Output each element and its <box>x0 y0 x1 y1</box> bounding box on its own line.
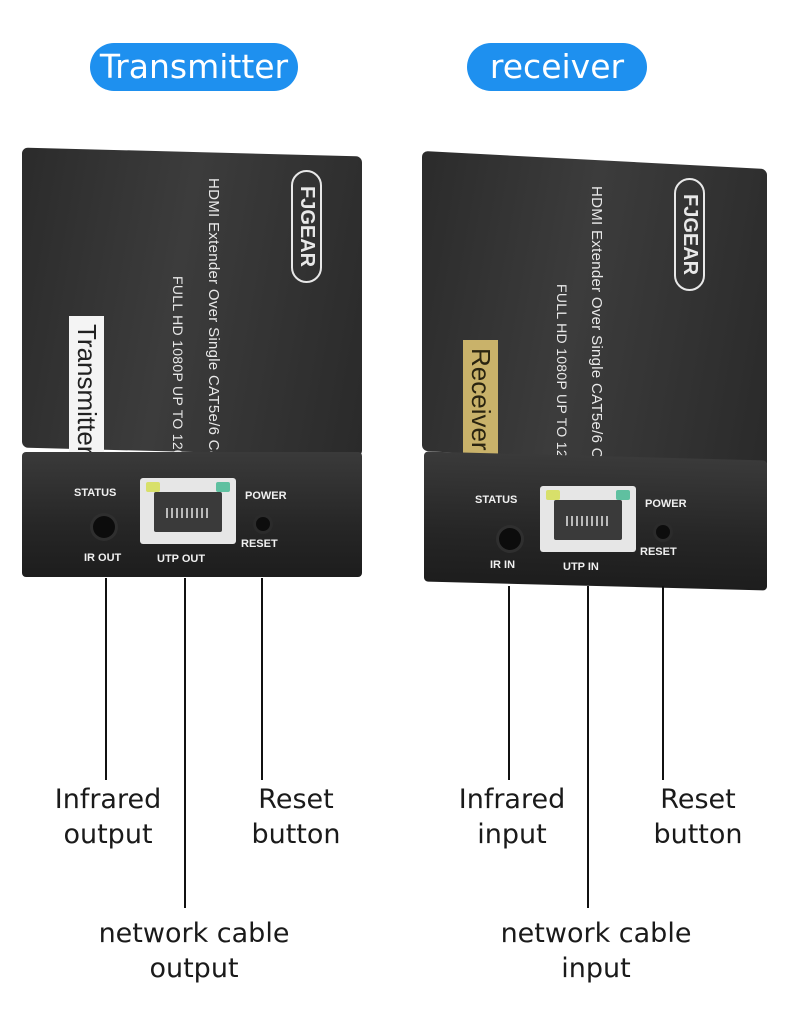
callout-line: Reset <box>258 784 334 815</box>
transmitter-product-line1: HDMI Extender Over Single CAT5e/6 Cable <box>205 178 222 481</box>
transmitter-utp-port <box>140 478 236 544</box>
receiver-tag: Receiver <box>463 340 498 459</box>
receiver-power-led <box>616 490 630 500</box>
rx-reset-leader-line <box>662 586 664 780</box>
callout-line: network cable <box>500 918 692 949</box>
callout-line: output <box>149 953 239 984</box>
transmitter-product-line2: FULL HD 1080P UP TO 120m <box>170 276 186 470</box>
rx-utp-leader-line <box>587 586 589 908</box>
tx-utp-leader-line <box>184 578 186 908</box>
tx-reset-button-callout: Reset button <box>238 782 354 852</box>
callout-line: input <box>477 819 547 850</box>
transmitter-brand-logo: FJGEAR <box>291 170 322 284</box>
callout-line: Infrared <box>458 784 566 815</box>
tx-reset-leader-line <box>261 578 263 780</box>
receiver-ir-jack <box>499 528 521 550</box>
callout-line: button <box>653 819 743 850</box>
transmitter-reset-button <box>256 517 270 531</box>
transmitter-header: Transmitter <box>90 43 298 91</box>
transmitter-tag: Transmitter <box>69 316 104 463</box>
transmitter-reset-label: RESET <box>241 538 278 550</box>
transmitter-power-led <box>216 482 230 492</box>
receiver-ir-label: IR IN <box>490 559 516 571</box>
transmitter-status-label: STATUS <box>74 487 117 499</box>
callout-line: button <box>251 819 341 850</box>
receiver-product-line1: HDMI Extender Over Single CAT5e/6 Cable <box>588 186 605 489</box>
tx-ir-leader-line <box>105 578 107 780</box>
transmitter-ir-label: IR OUT <box>84 552 122 564</box>
receiver-header: receiver <box>467 43 647 91</box>
receiver-brand-logo: FJGEAR <box>674 178 705 292</box>
receiver-reset-button <box>656 525 670 539</box>
rx-network-cable-input-callout: network cable input <box>486 916 706 986</box>
rx-ir-leader-line <box>508 586 510 780</box>
receiver-status-label: STATUS <box>475 494 518 506</box>
callout-line: Infrared <box>54 784 162 815</box>
receiver-utp-label: UTP IN <box>563 561 599 573</box>
receiver-power-label: POWER <box>645 498 687 510</box>
callout-line: output <box>63 819 153 850</box>
transmitter-ir-jack <box>93 516 115 538</box>
transmitter-utp-label: UTP OUT <box>157 553 206 565</box>
transmitter-status-led <box>146 482 160 492</box>
tx-network-cable-output-callout: network cable output <box>84 916 304 986</box>
rx-infrared-input-callout: Infrared input <box>444 782 580 852</box>
callout-line: input <box>561 953 631 984</box>
callout-line: network cable <box>98 918 290 949</box>
tx-infrared-output-callout: Infrared output <box>40 782 176 852</box>
rx-reset-button-callout: Reset button <box>640 782 756 852</box>
receiver-product-line2: FULL HD 1080P UP TO 120m <box>554 284 570 478</box>
callout-line: Reset <box>660 784 736 815</box>
transmitter-power-label: POWER <box>245 490 287 502</box>
receiver-utp-port <box>540 486 636 552</box>
receiver-status-led <box>546 490 560 500</box>
receiver-reset-label: RESET <box>640 546 677 558</box>
